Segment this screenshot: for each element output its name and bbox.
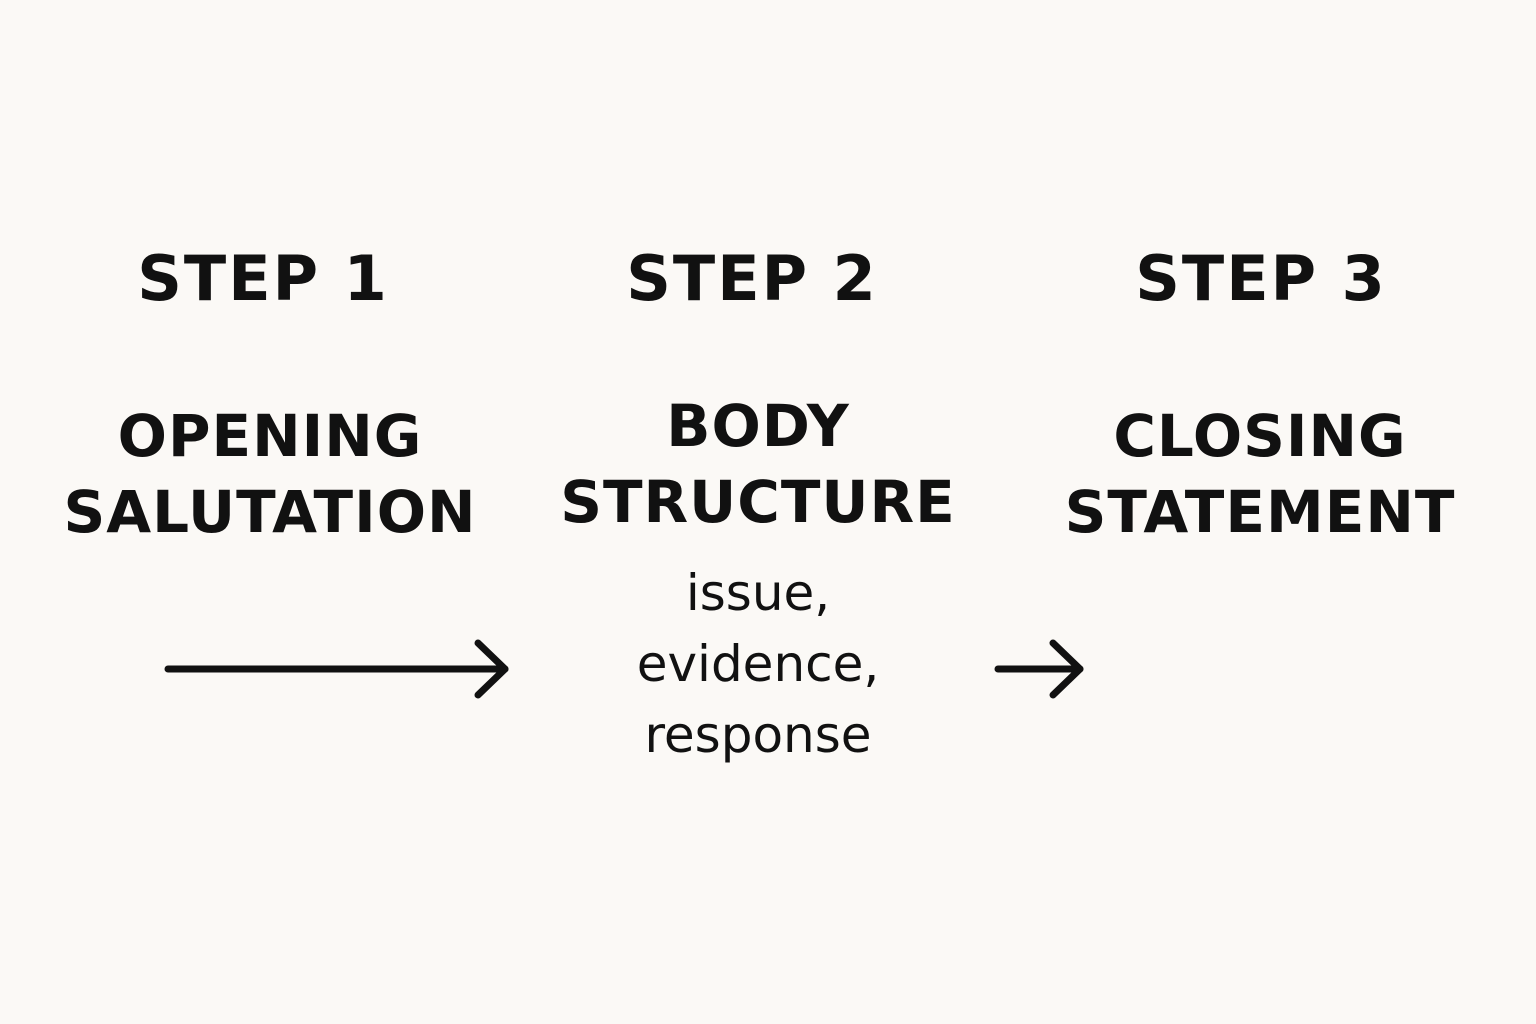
step-2-detail-line-1: issue, <box>685 564 831 622</box>
arrow-right-icon <box>994 639 1084 699</box>
step-1-label: STEP 1 <box>137 242 389 315</box>
step-3-title: CLOSING STATEMENT <box>1020 398 1500 550</box>
step-2-label: STEP 2 <box>626 242 878 315</box>
step-2-title-line-2: STRUCTURE <box>560 468 956 536</box>
arrow-right-icon <box>164 639 509 699</box>
step-1-title: OPENING SALUTATION <box>30 398 510 550</box>
step-2-detail: issue, evidence, response <box>558 558 958 771</box>
step-3-title-line-2: STATEMENT <box>1064 478 1456 546</box>
step-1-title-line-2: SALUTATION <box>63 478 477 546</box>
step-2-title-line-1: BODY <box>666 392 850 460</box>
step-3-title-line-1: CLOSING <box>1113 402 1407 470</box>
step-2-detail-line-3: response <box>644 706 872 764</box>
step-3-label: STEP 3 <box>1135 242 1387 315</box>
step-1-title-line-1: OPENING <box>117 402 423 470</box>
step-2-title: BODY STRUCTURE <box>518 388 998 540</box>
step-2-detail-line-2: evidence, <box>636 635 880 693</box>
